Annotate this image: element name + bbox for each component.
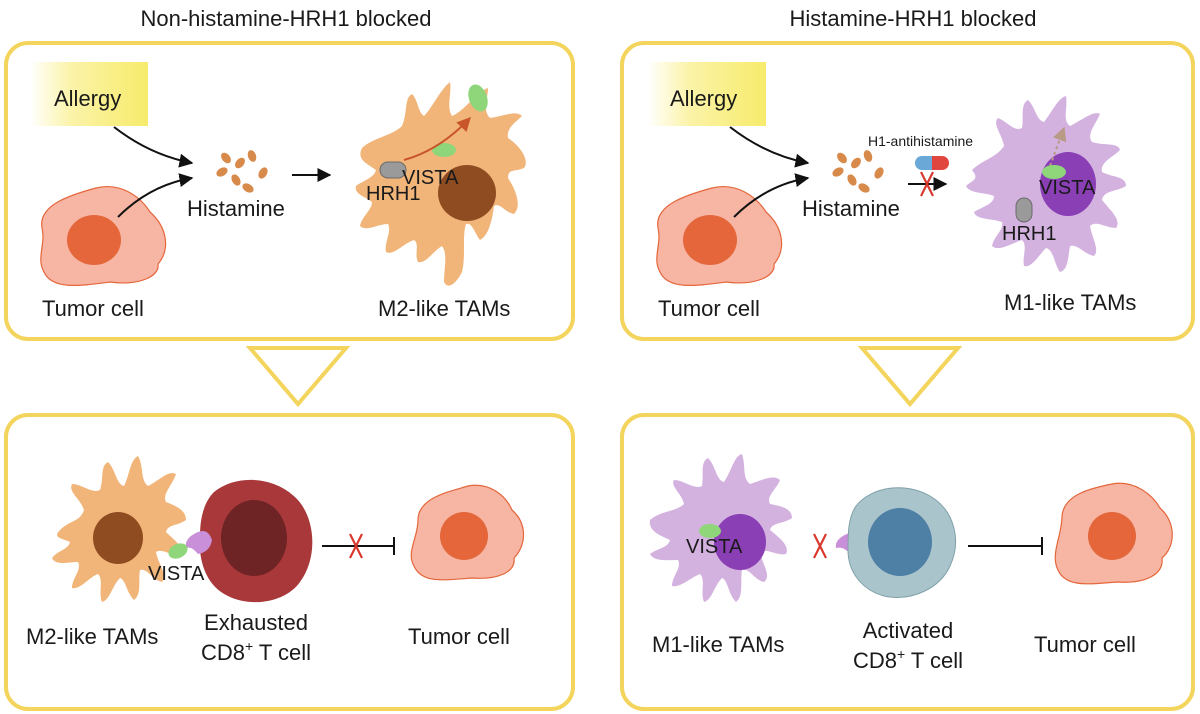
panel-right-bottom [620, 413, 1195, 711]
block-x-icon [920, 171, 934, 197]
tumor-nucleus-icon [67, 215, 121, 265]
activated-t-nucleus-icon [868, 508, 932, 576]
exhausted-t-nucleus-icon [221, 500, 287, 576]
vista-vesicle-icon [468, 84, 488, 112]
hrh1-receptor-icon [1015, 197, 1033, 223]
allergy-label: Allergy [54, 86, 121, 111]
m1-tam-label: M1-like TAMs [652, 632, 784, 657]
block-x-icon [349, 533, 363, 559]
right-bottom-content: VISTA M1-like TAMs Activated CD8+ T cell… [649, 454, 1173, 673]
down-triangle-right [857, 346, 963, 408]
allergy-label: Allergy [670, 86, 737, 111]
histamine-label: Histamine [802, 196, 900, 221]
panel-right-top [620, 41, 1195, 341]
m2-tam-label: M2-like TAMs [26, 624, 158, 649]
inhibition-line [322, 537, 395, 555]
t-cell-label-line2: CD8+ T cell [201, 638, 311, 665]
vista-trafficking-arrow [403, 116, 471, 161]
panel-left-bottom [4, 413, 575, 711]
tumor-cell-label: Tumor cell [408, 624, 510, 649]
tumor-nucleus-icon [440, 512, 488, 560]
arrow-allergy-histamine [729, 126, 810, 168]
m2-tam-nucleus-icon [438, 165, 496, 221]
histamine-molecules-icon [832, 150, 884, 193]
histamine-label: Histamine [187, 196, 285, 221]
allergy-box [30, 62, 148, 126]
arrow-allergy-histamine [113, 126, 194, 168]
t-cell-label-line1: Exhausted [204, 610, 308, 635]
vista-icon [1042, 165, 1066, 179]
right-top-content: Allergy Tumor cell Histamine H1-antihist… [648, 62, 1136, 321]
vista-blocked-trafficking-arrow [1049, 126, 1067, 167]
histamine-molecules-icon [216, 150, 268, 193]
hrh1-label: HRH1 [366, 183, 420, 205]
down-triangle-left [245, 346, 351, 408]
m2-tam-nucleus-icon [93, 512, 143, 564]
tumor-cell-label: Tumor cell [1034, 632, 1136, 657]
vista-icon [699, 524, 721, 538]
tumor-nucleus-icon [1088, 512, 1136, 560]
m2-tam-label: M2-like TAMs [378, 296, 510, 321]
panel-left-top [4, 41, 575, 341]
left-title: Non-histamine-HRH1 blocked [140, 6, 431, 31]
hrh1-label: HRH1 [1002, 223, 1056, 245]
left-top-content: Allergy Tumor cell Histamine VISTA HRH1 … [30, 62, 526, 321]
block-x-icon [813, 533, 827, 559]
antihistamine-pill-icon [915, 156, 949, 170]
right-title: Histamine-HRH1 blocked [790, 6, 1037, 31]
t-cell-label-line1: Activated [863, 618, 954, 643]
t-cell-label-line2: CD8+ T cell [853, 646, 963, 673]
left-bottom-content: VISTA M2-like TAMs Exhausted CD8+ T cell… [26, 456, 525, 665]
m1-tam-label: M1-like TAMs [1004, 290, 1136, 315]
arrow-tumor-histamine [733, 173, 810, 218]
hrh1-receptor-icon [379, 161, 407, 179]
vista-icon [432, 143, 456, 157]
antihistamine-label: H1-antihistamine [868, 133, 973, 149]
vista-label: VISTA [686, 536, 743, 558]
m1-tam-nucleus-icon [714, 514, 766, 570]
arrow-tumor-histamine [117, 173, 194, 218]
vista-icon [168, 543, 188, 559]
tumor-nucleus-icon [683, 215, 737, 265]
vista-label: VISTA [402, 167, 459, 189]
vista-label: VISTA [1039, 177, 1096, 199]
tumor-cell-label: Tumor cell [658, 296, 760, 321]
allergy-box [648, 62, 766, 126]
tumor-cell-label: Tumor cell [42, 296, 144, 321]
inhibition-line [968, 537, 1043, 555]
pd1-receptor-icon [185, 531, 212, 554]
vista-label: VISTA [148, 563, 205, 585]
